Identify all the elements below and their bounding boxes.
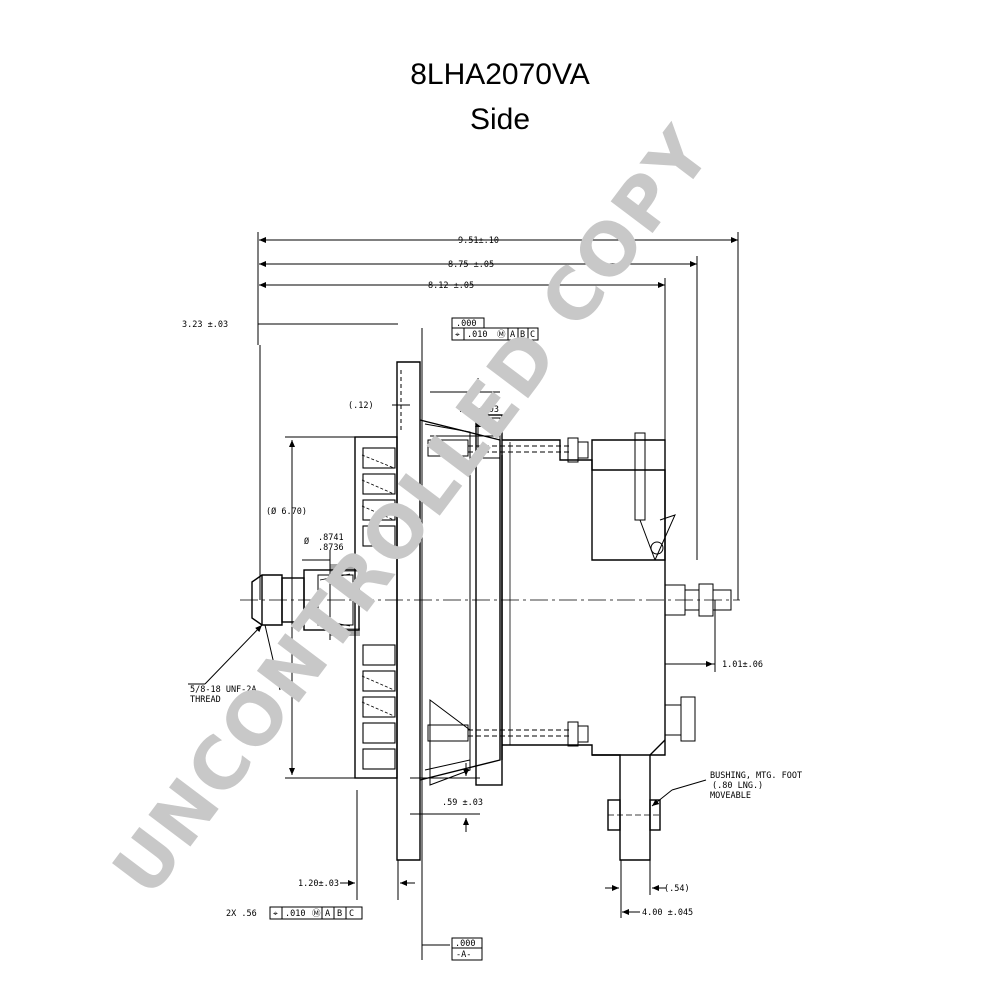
tol-top-position: .010 — [467, 330, 487, 340]
tol-top-datum-a: A — [510, 330, 515, 340]
drive-end-housing — [396, 361, 501, 861]
dim-lower-offset: .59 ±.03 — [442, 798, 483, 808]
tolerance-frame-hole — [269, 906, 363, 920]
dimension-lines — [188, 232, 739, 960]
tolerance-frame-top — [451, 317, 539, 341]
dim-foot-thickness: (.54) — [664, 884, 690, 894]
dim-gap: (.12) — [348, 401, 374, 411]
tol-top-datum-c: C — [530, 330, 535, 340]
main-housing — [502, 432, 676, 756]
position-symbol-icon: ⌖ — [273, 909, 278, 919]
tol-top-datum-b: B — [520, 330, 525, 340]
dim-length-3: 8.12 ±.05 — [428, 281, 474, 291]
datum-a-label: -A- — [456, 950, 471, 960]
dim-pilot-min: .8736 — [318, 543, 344, 553]
dim-flange-thickness: 1.20±.03 — [298, 879, 339, 889]
tol-hole-datum-c: C — [349, 909, 354, 919]
datum-basic: .000 — [455, 939, 475, 949]
tol-hole-position: .010 — [285, 909, 305, 919]
mmc-symbol-icon: Ⓜ — [312, 909, 321, 919]
mounting-foot — [592, 739, 666, 861]
dim-pilot-max: .8741 — [318, 533, 344, 543]
dim-upper-offset: .69 ±.03 — [458, 405, 499, 415]
dim-terminal-offset: 1.01±.06 — [722, 660, 763, 670]
note-bushing-1: BUSHING, MTG. FOOT — [710, 771, 802, 781]
drawing-subtitle: Side — [469, 103, 531, 136]
dim-pilot-symbol: Ø — [304, 536, 309, 547]
watermark: UNCONTROLLED COPY — [96, 111, 727, 910]
tol-top-basic: .000 — [456, 319, 476, 329]
dim-hole-count: 2X .56 — [226, 909, 257, 919]
stator — [475, 414, 503, 786]
tol-hole-datum-b: B — [337, 909, 342, 919]
position-symbol-icon: ⌖ — [455, 330, 460, 340]
mmc-symbol-icon: Ⓜ — [497, 330, 506, 340]
dim-thread-2: THREAD — [190, 695, 221, 705]
dim-length-2: 8.75 ±.05 — [448, 260, 494, 270]
drawing-title: 8LHA2070VA — [410, 58, 590, 91]
dim-foot-position: 4.00 ±.045 — [642, 908, 693, 918]
dim-overall-length: 9.51±.10 — [458, 236, 499, 246]
terminal-studs — [664, 583, 732, 742]
dim-thread-1: 5/8-18 UNF-2A — [190, 685, 257, 695]
through-bolts — [427, 437, 589, 747]
tol-hole-datum-a: A — [325, 909, 330, 919]
shaft-nut — [251, 564, 360, 636]
dim-diameter-outer: (Ø 6.70) — [266, 506, 307, 517]
dim-flange-offset: 3.23 ±.03 — [182, 320, 228, 330]
note-bushing-2: (.80 LNG.) — [712, 781, 763, 791]
datum-frame-a — [451, 937, 483, 961]
note-bushing-3: MOVEABLE — [710, 791, 751, 801]
